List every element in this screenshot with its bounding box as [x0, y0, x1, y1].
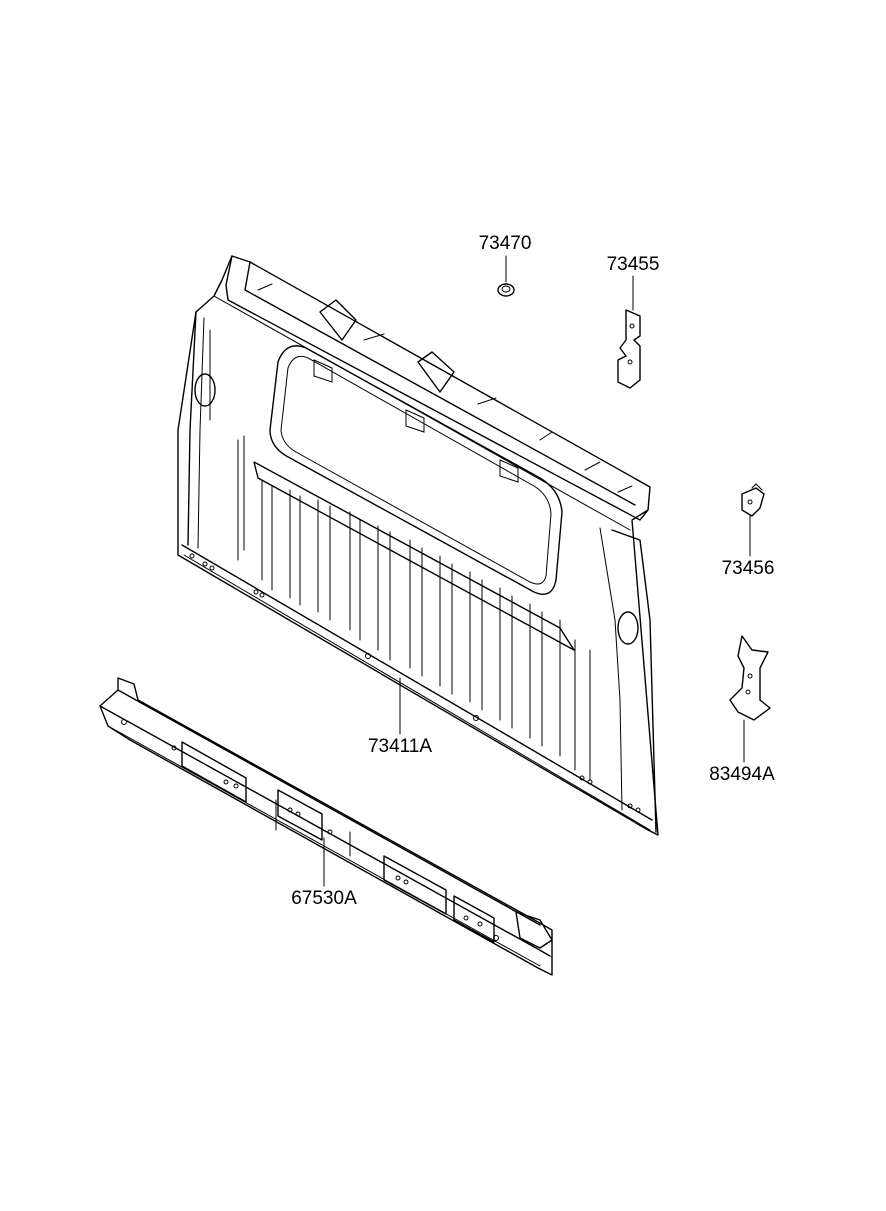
part-number-83494a: 83494A	[709, 764, 775, 785]
back-panel-drawing	[177, 255, 659, 836]
crossmember-drawing	[99, 677, 553, 976]
clip-73456-drawing	[741, 483, 765, 517]
bracket-73455-drawing	[617, 309, 641, 389]
bracket-83494a-drawing	[729, 635, 771, 721]
part-number-73455: 73455	[607, 254, 660, 275]
part-number-73470: 73470	[479, 233, 532, 254]
part-number-73456: 73456	[722, 558, 775, 579]
grommet-drawing	[497, 283, 515, 297]
part-number-73411a: 73411A	[368, 736, 432, 757]
part-number-67530a: 67530A	[291, 888, 357, 909]
